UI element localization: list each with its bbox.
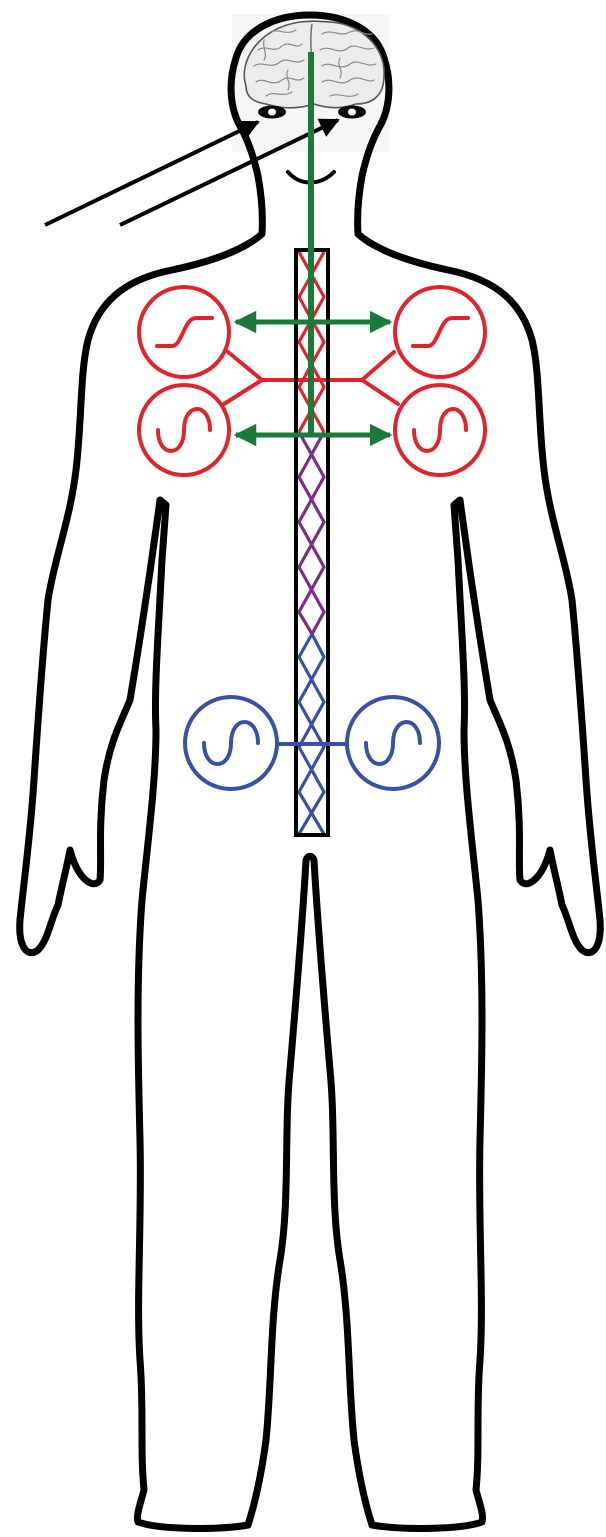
sigmoid-icon	[413, 318, 468, 346]
oscillator-lower-right	[347, 697, 439, 789]
left-eye-icon	[258, 106, 286, 119]
sine-wave-icon	[204, 722, 258, 764]
spinal-chain-middle	[299, 432, 324, 634]
oscillator-upper-left-top	[139, 287, 229, 377]
oscillator-lower-left	[185, 697, 277, 789]
sigmoid-icon	[157, 318, 212, 346]
sine-wave-icon	[366, 722, 420, 764]
sine-wave-icon	[414, 409, 466, 451]
spinal-chain-lower	[299, 634, 324, 834]
oscillator-upper-right-top	[395, 287, 485, 377]
oscillator-upper-left-bottom	[139, 385, 229, 475]
right-eye-icon	[338, 106, 366, 119]
oscillator-upper-right-bottom	[395, 385, 485, 475]
sine-wave-icon	[158, 409, 210, 451]
